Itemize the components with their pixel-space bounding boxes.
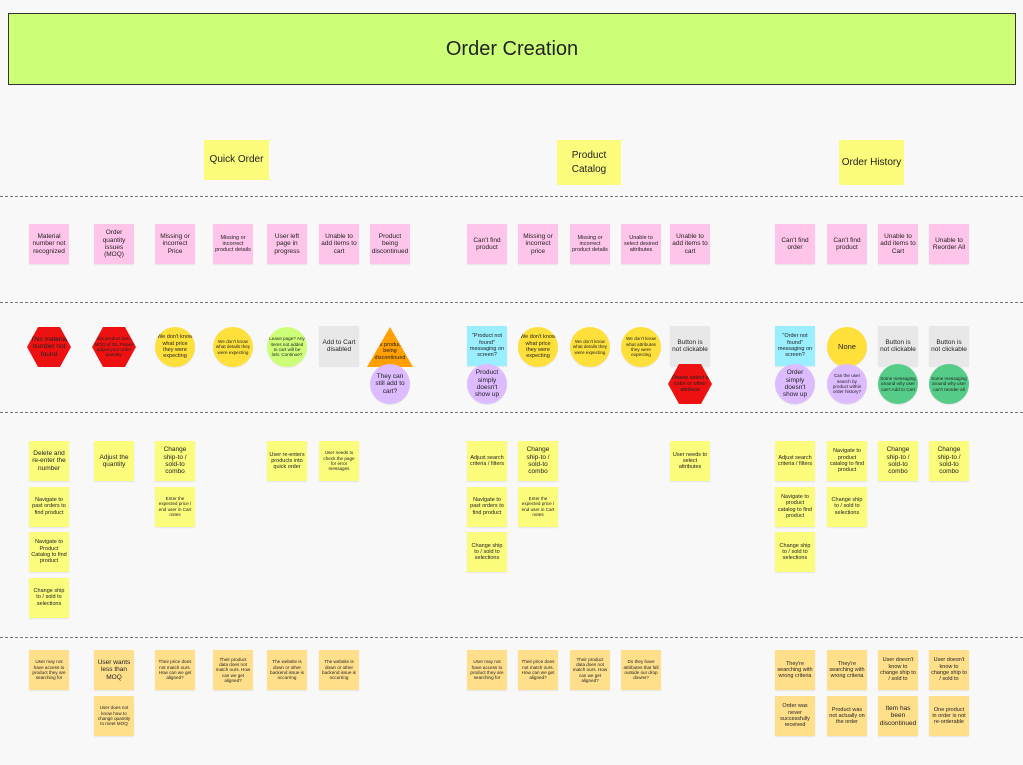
section-title: Quick Order xyxy=(204,140,269,180)
action-sticky[interactable]: Navigate to past orders to find product xyxy=(29,486,69,527)
cause-sticky[interactable]: User may not have access to product they… xyxy=(29,650,69,690)
problem-sticky[interactable]: Material number not recognized xyxy=(29,224,69,264)
cause-sticky[interactable]: Their price does not match ours. How can… xyxy=(155,650,195,690)
problem-sticky[interactable]: Unable to select desired attributes xyxy=(621,224,661,264)
action-sticky[interactable]: Adjust the quantity xyxy=(94,441,134,481)
cause-sticky[interactable]: User may not have access to product they… xyxy=(467,650,507,690)
problem-sticky[interactable]: Unable to add items to cart xyxy=(670,224,710,264)
signal-circle[interactable]: Leave page? Any items not added to cart … xyxy=(267,327,307,367)
cause-sticky[interactable]: One product in order is not re-orderable xyxy=(929,696,969,736)
signal-circle[interactable]: We don't know what details they were exp… xyxy=(213,327,253,367)
action-sticky[interactable]: Change ship to / sold to selections xyxy=(29,577,69,618)
action-sticky[interactable]: Change ship-to / sold-to combo xyxy=(155,441,195,481)
signal-circle[interactable]: Some messaging around why user can't Add… xyxy=(878,364,918,404)
cause-sticky[interactable]: Their product data does not match ours. … xyxy=(213,650,253,690)
section-title: Order History xyxy=(839,140,904,185)
action-sticky[interactable]: User needs to check the page for error m… xyxy=(319,441,359,481)
problem-sticky[interactable]: Missing or incorrect Price xyxy=(155,224,195,264)
action-sticky[interactable]: Enter the expected price / end user in C… xyxy=(155,486,195,527)
signal-circle[interactable]: We don't know what attributes they were … xyxy=(621,327,661,367)
signal-circle[interactable]: They can still add to cart? xyxy=(370,364,410,404)
signal-hex[interactable]: This material number not found xyxy=(27,327,71,367)
cause-sticky[interactable]: The website is down or other backend iss… xyxy=(267,650,307,690)
cause-sticky[interactable]: The website is down or other backend iss… xyxy=(319,650,359,690)
signal-circle[interactable]: We don't know what price they were expec… xyxy=(518,327,558,367)
action-sticky[interactable]: Navigate to product catalog to find prod… xyxy=(827,441,867,481)
problem-sticky[interactable]: Can't find product xyxy=(827,224,867,264)
action-sticky[interactable]: User re-enters products into quick order xyxy=(267,441,307,481)
action-sticky[interactable]: Change ship-to / sold-to combo xyxy=(518,441,558,481)
divider xyxy=(0,412,1023,413)
signal-circle[interactable]: Can the user search by product within or… xyxy=(827,364,867,404)
signal-hex[interactable]: Please select a color or other attribute xyxy=(668,364,712,404)
signal-hex[interactable]: This product has a MOQ of 25. Please adj… xyxy=(92,327,136,367)
problem-sticky[interactable]: Missing or incorrect price xyxy=(518,224,558,264)
cause-sticky[interactable]: Their price does not match ours. How can… xyxy=(518,650,558,690)
action-sticky[interactable]: Delete and re-enter the number xyxy=(29,441,69,481)
board-title: Order Creation xyxy=(8,13,1016,85)
action-sticky[interactable]: Change ship to / sold to selections xyxy=(467,532,507,572)
problem-sticky[interactable]: Unable to add items to Cart xyxy=(878,224,918,264)
cause-sticky[interactable]: Product was not actually on the order xyxy=(827,696,867,736)
action-sticky[interactable]: Navigate to product catalog to find prod… xyxy=(775,486,815,527)
cause-sticky[interactable]: They're searching with wrong criteria xyxy=(827,650,867,690)
signal-circle[interactable]: Product simply doesn't show up xyxy=(467,364,507,404)
problem-sticky[interactable]: Unable to Reorder All xyxy=(929,224,969,264)
cause-sticky[interactable]: User wants less than MOQ xyxy=(94,650,134,690)
action-sticky[interactable]: User needs to select attributes xyxy=(670,441,710,481)
cause-sticky[interactable]: User does not know how to change quantit… xyxy=(94,696,134,736)
signal-sticky[interactable]: Button is not clickable xyxy=(670,326,710,366)
cause-sticky[interactable]: Item has been discontinued xyxy=(878,696,918,736)
divider xyxy=(0,196,1023,197)
signal-circle[interactable]: We don't know what details they were exp… xyxy=(570,327,610,367)
problem-sticky[interactable]: Can't find order xyxy=(775,224,815,264)
cause-sticky[interactable]: User doesn't know to change ship to / so… xyxy=(929,650,969,690)
signal-circle[interactable]: We don't know what price they were expec… xyxy=(155,327,195,367)
action-sticky[interactable]: Navigate to Product Catalog to find prod… xyxy=(29,532,69,572)
signal-circle[interactable]: None xyxy=(827,327,867,367)
cause-sticky[interactable]: User doesn't know to change ship to / so… xyxy=(878,650,918,690)
cause-sticky[interactable]: Their product data does not match ours. … xyxy=(570,650,610,690)
cause-sticky[interactable]: They're searching with wrong criteria xyxy=(775,650,815,690)
action-sticky[interactable]: Enter the expected price / end user in C… xyxy=(518,486,558,527)
cause-sticky[interactable]: Order was never successfully received xyxy=(775,696,815,736)
action-sticky[interactable]: Change ship to / sold to selections xyxy=(827,486,867,527)
action-sticky[interactable]: Navigate to past orders to find product xyxy=(467,486,507,527)
divider xyxy=(0,302,1023,303)
problem-sticky[interactable]: User left page in progress xyxy=(267,224,307,264)
signal-circle[interactable]: Order simply doesn't show up xyxy=(775,364,815,404)
signal-circle[interactable]: Some messaging around why user can't reo… xyxy=(929,364,969,404)
signal-sticky[interactable]: "Product not found" messaging on screen? xyxy=(467,326,507,366)
problem-sticky[interactable]: Can't find product xyxy=(467,224,507,264)
action-sticky[interactable]: Change ship to / sold to selections xyxy=(775,532,815,572)
problem-sticky[interactable]: Missing or incorrect product details xyxy=(213,224,253,264)
action-sticky[interactable]: Adjust search criteria / filters xyxy=(467,441,507,481)
problem-sticky[interactable]: Unable to add items to cart xyxy=(319,224,359,264)
action-sticky[interactable]: Change ship-to / sold-to combo xyxy=(878,441,918,481)
signal-tri[interactable]: This product is being discontinued xyxy=(367,327,413,367)
problem-sticky[interactable]: Order quantity issues (MOQ) xyxy=(94,224,134,264)
action-sticky[interactable]: Change ship-to / sold-to combo xyxy=(929,441,969,481)
divider xyxy=(0,637,1023,638)
action-sticky[interactable]: Adjust search criteria / filters xyxy=(775,441,815,481)
signal-sticky[interactable]: "Order not found" messaging on screen? xyxy=(775,326,815,366)
problem-sticky[interactable]: Product being discontinued xyxy=(370,224,410,264)
section-title: Product Catalog xyxy=(557,140,621,185)
signal-sticky[interactable]: Button is not clickable xyxy=(878,326,918,366)
signal-sticky[interactable]: Button is not clickable xyxy=(929,326,969,366)
signal-sticky[interactable]: Add to Cart disabled xyxy=(319,326,359,366)
cause-sticky[interactable]: Do they have attributes that fall outsid… xyxy=(621,650,661,690)
problem-sticky[interactable]: Missing or incorrect product details xyxy=(570,224,610,264)
